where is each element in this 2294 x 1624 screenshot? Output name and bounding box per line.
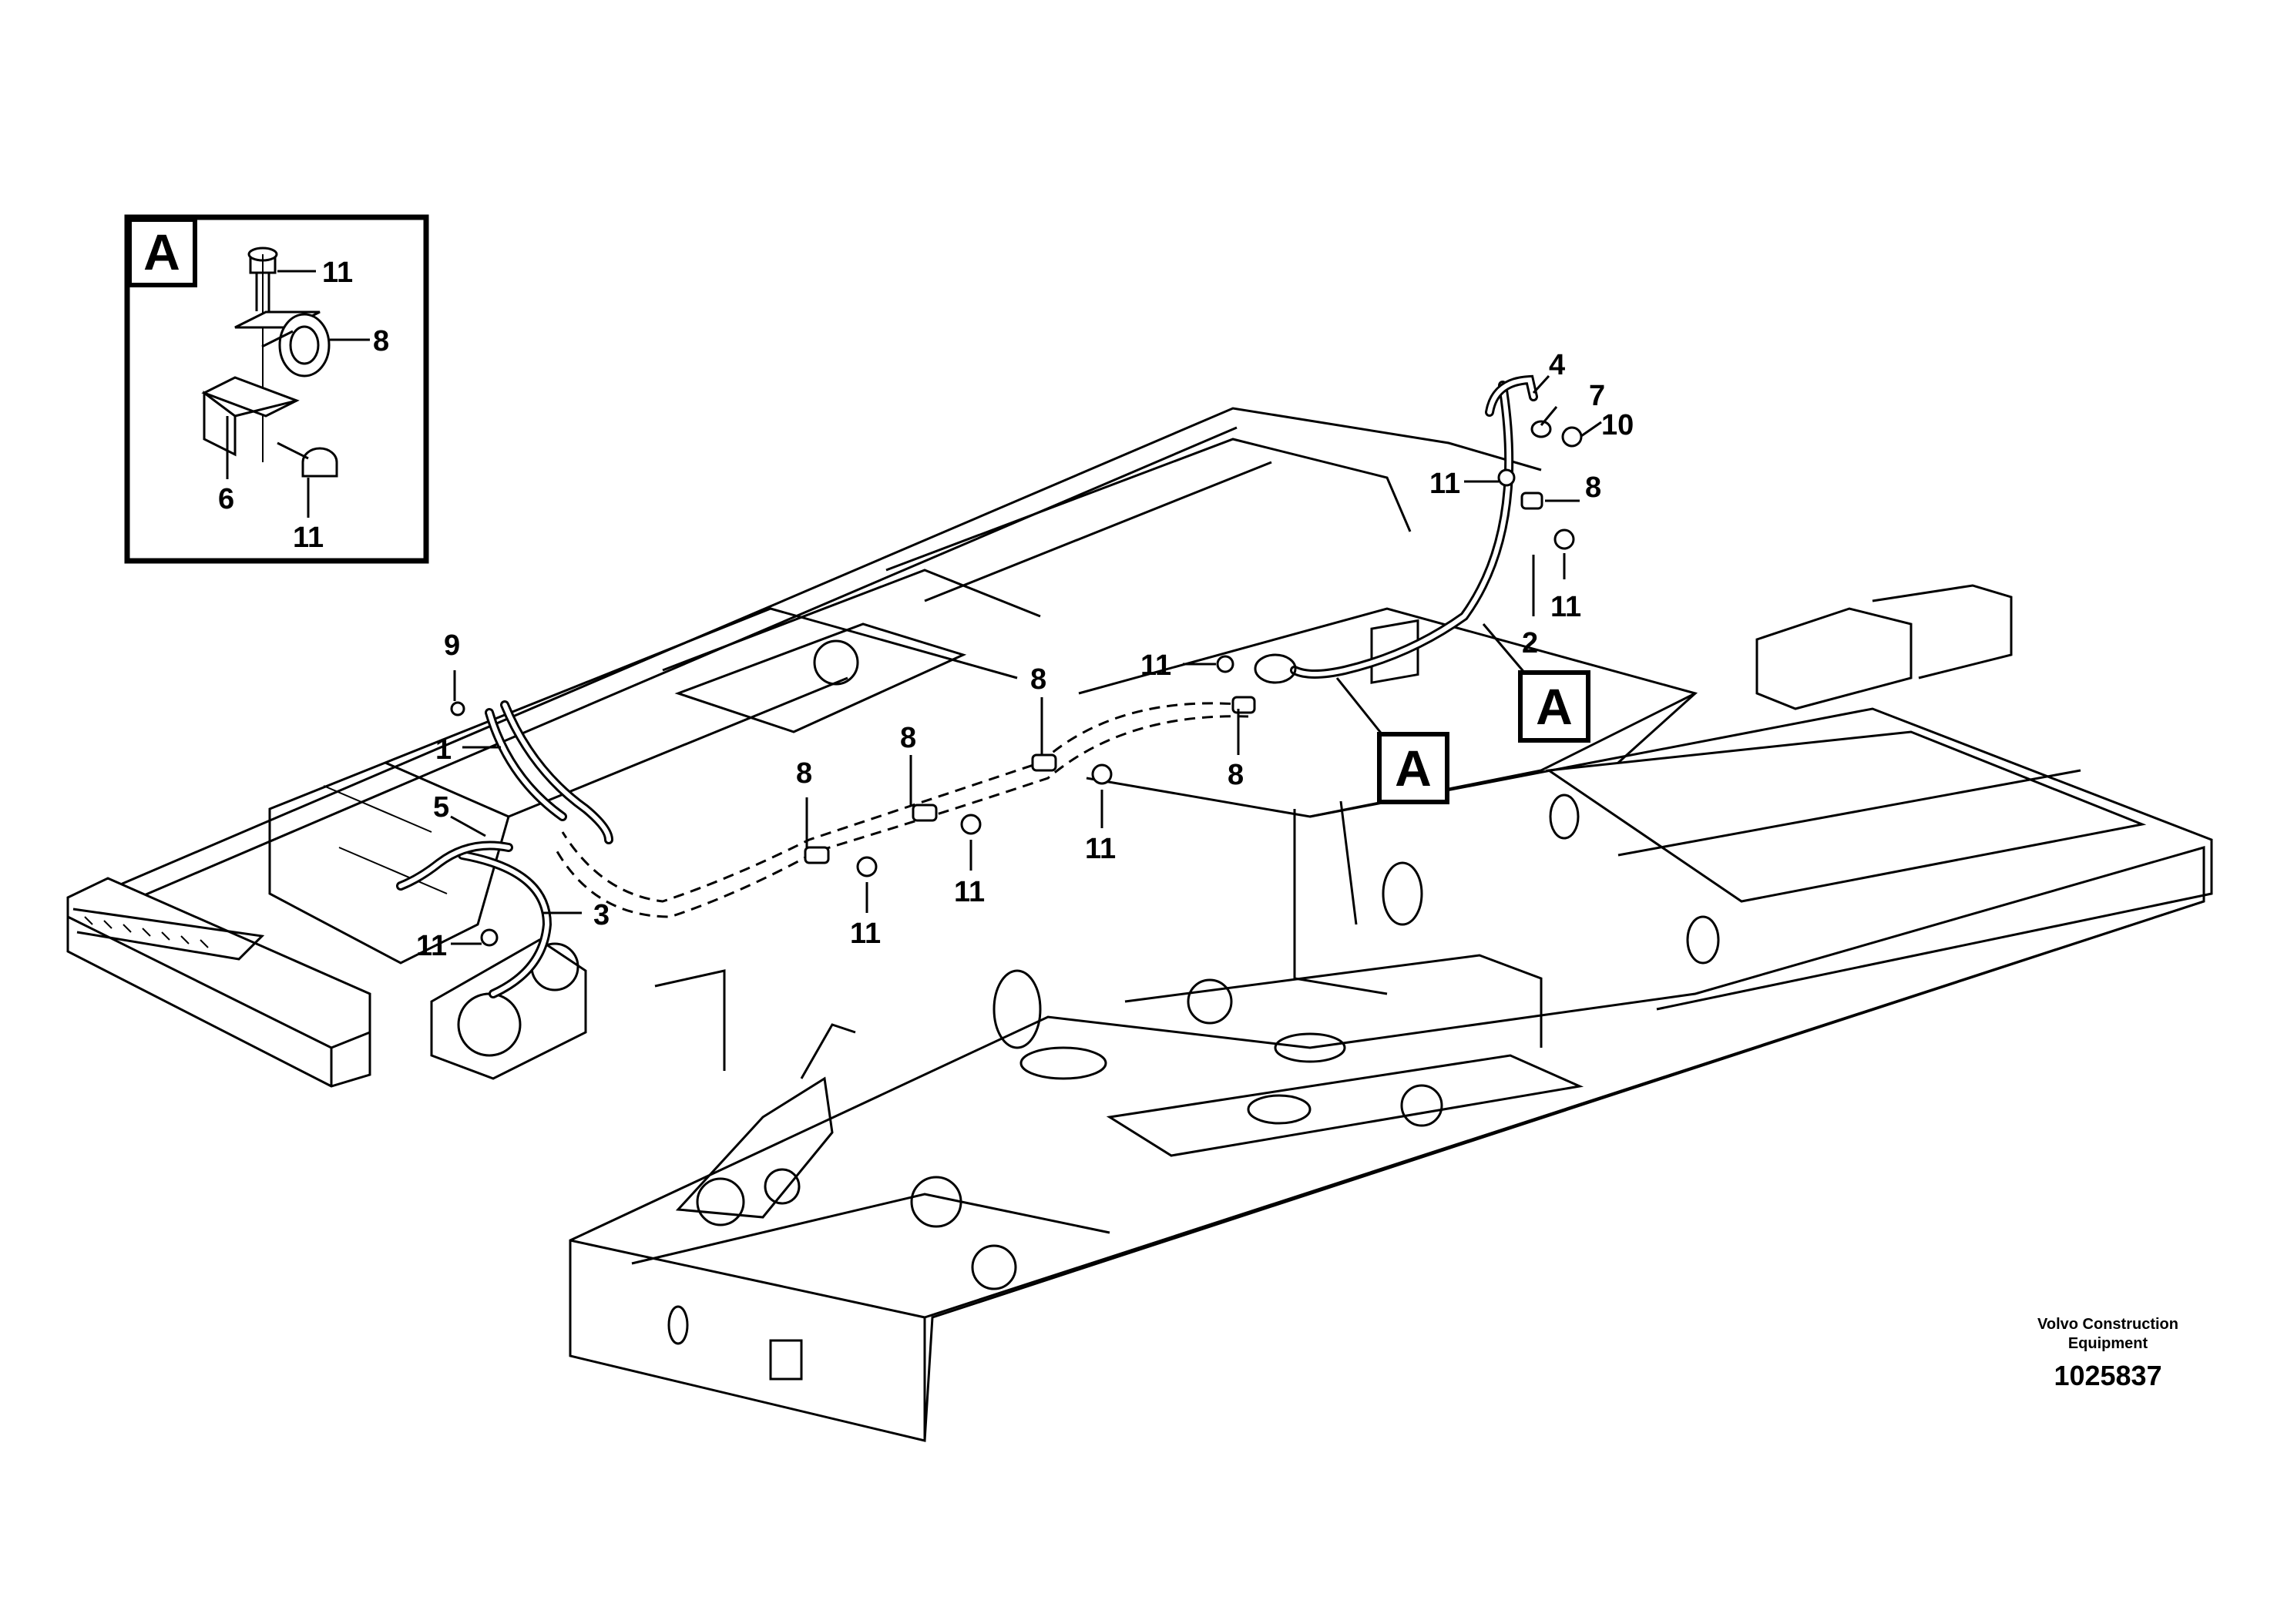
bolt-icon [450, 701, 465, 716]
bolt-icon [1497, 468, 1516, 487]
callout-label: 8 [900, 722, 916, 754]
callout-label: 11 [416, 930, 447, 962]
callout-label: 9 [444, 629, 460, 662]
callout-label: 10 [1601, 409, 1634, 441]
view-marker-letter: A [1536, 678, 1573, 735]
bolt-icon [1561, 426, 1583, 448]
callout-label: 11 [293, 522, 324, 554]
callout-label: 11 [954, 876, 985, 908]
callout-label: 7 [1589, 380, 1605, 412]
bolt-icon [247, 247, 278, 462]
drawing-footer: Volvo Construction Equipment 1025837 [2037, 1315, 2178, 1392]
bolt-icon [277, 441, 338, 478]
detail-letter: A [143, 223, 180, 280]
callout-label: 11 [1550, 591, 1581, 623]
callout-label: 8 [1030, 663, 1046, 696]
callout-label: 11 [1429, 468, 1460, 500]
callout-label: 11 [1140, 649, 1171, 682]
callout-label: 8 [1228, 759, 1244, 791]
machine-frame [66, 407, 2213, 1442]
callout-label: 1 [435, 733, 452, 766]
clamp-icon [1231, 696, 1256, 714]
bolt-icon [856, 856, 878, 877]
clamp-icon [804, 846, 830, 864]
callout-label: 8 [796, 757, 812, 790]
view-marker-a: A [1482, 623, 1590, 743]
bolt-icon [1091, 763, 1113, 785]
callout-label: 3 [593, 899, 610, 931]
washer-icon [1530, 420, 1552, 438]
callout-label: 8 [373, 325, 389, 357]
clamp-icon [1520, 492, 1543, 510]
callout-label: 5 [433, 791, 449, 824]
bolt-icon [1553, 528, 1575, 550]
bolt-icon [1216, 655, 1234, 673]
manufacturer-line-2: Equipment [2067, 1335, 2148, 1352]
clamp-icon [1031, 753, 1057, 772]
clamp-icon [912, 804, 938, 822]
bolt-icon [960, 814, 982, 835]
hose-routing [396, 374, 1538, 998]
callout-label: 11 [322, 257, 353, 289]
callout-label: 8 [1585, 471, 1601, 504]
callout-label: 6 [218, 483, 234, 515]
callouts: 4 7 10 11 8 11 2 11 8 9 1 5 3 11 8 8 8 1… [416, 349, 1634, 962]
callout-label: 4 [1549, 349, 1565, 381]
view-marker-letter: A [1395, 740, 1432, 797]
callout-label: 11 [1085, 833, 1116, 865]
callout-label: 11 [850, 918, 881, 950]
bolt-icon [480, 928, 499, 947]
drawing-number: 1025837 [2054, 1360, 2162, 1391]
clamp-icon [234, 310, 331, 377]
detail-letter-box [127, 217, 197, 287]
detail-view-a: A 11 8 [124, 214, 429, 564]
leader-lines [450, 374, 1602, 945]
callout-label: 2 [1522, 627, 1538, 659]
view-marker-a: A [1335, 677, 1449, 804]
manufacturer-line-1: Volvo Construction [2037, 1316, 2178, 1333]
